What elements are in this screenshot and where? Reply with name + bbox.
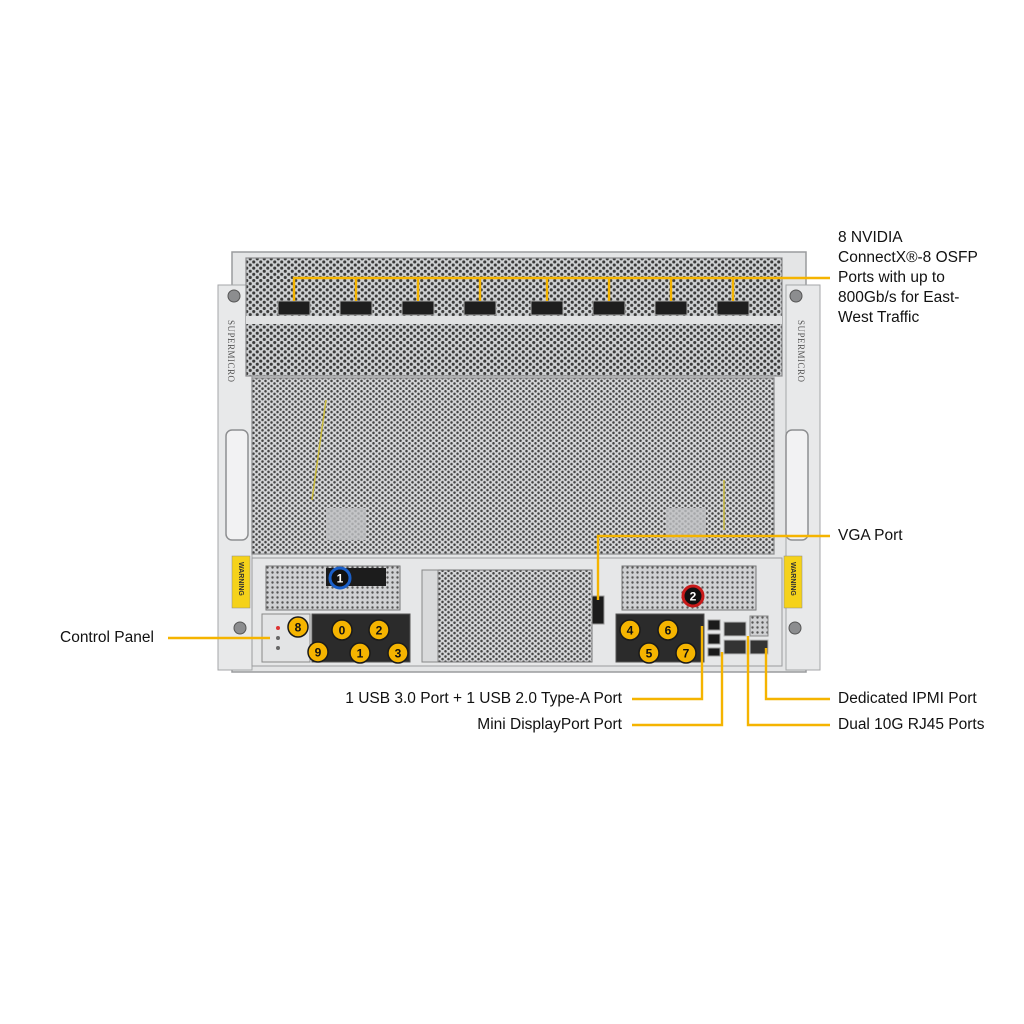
svg-text:6: 6 <box>665 624 672 638</box>
svg-text:2: 2 <box>376 624 383 638</box>
ipmi-port[interactable] <box>749 639 769 655</box>
ipmi-label: Dedicated IPMI Port <box>838 690 977 707</box>
svg-text:5: 5 <box>646 647 653 661</box>
vendor-logo-left: SUPERMICRO <box>226 320 236 383</box>
osfp-label-line4: 800Gb/s for East- <box>838 289 960 306</box>
center-vent <box>421 569 593 663</box>
osfp-port-3[interactable] <box>401 300 435 316</box>
usb-port-2[interactable] <box>707 633 721 645</box>
slot-badges: 1 2 <box>328 566 705 608</box>
drive-badge-5: 5 <box>638 642 660 664</box>
osfp-label-line1: 8 NVIDIA <box>838 229 903 246</box>
osfp-label: 8 NVIDIA ConnectX®-8 OSFP Ports with up … <box>838 228 978 328</box>
usb-callout <box>632 626 704 701</box>
drive-badge-6: 6 <box>657 619 679 641</box>
rj45-port-1[interactable] <box>723 621 747 637</box>
drive-badge-7: 7 <box>675 642 697 664</box>
usb-label: 1 USB 3.0 Port + 1 USB 2.0 Type-A Port <box>345 690 622 707</box>
osfp-module <box>245 257 783 377</box>
svg-text:7: 7 <box>683 647 690 661</box>
osfp-port-4[interactable] <box>463 300 497 316</box>
drive-badge-2: 2 <box>368 619 390 641</box>
usb-port[interactable] <box>707 619 721 631</box>
svg-text:9: 9 <box>315 646 322 660</box>
io-section <box>251 557 783 667</box>
slot-badge-2: 2 <box>681 584 705 608</box>
callout-lines <box>168 276 830 727</box>
svg-text:4: 4 <box>627 624 634 638</box>
svg-text:0: 0 <box>339 624 346 638</box>
rj45-port-2[interactable] <box>723 639 747 655</box>
svg-text:1: 1 <box>357 647 364 661</box>
slot-badge-1-label: 1 <box>337 572 344 586</box>
drive-badge-8: 8 <box>287 616 309 638</box>
drive-badge-1: 1 <box>349 642 371 664</box>
osfp-port-1[interactable] <box>277 300 311 316</box>
osfp-port-7[interactable] <box>654 300 688 316</box>
osfp-port-5[interactable] <box>530 300 564 316</box>
ipmi-callout <box>764 648 830 701</box>
rj45-callout <box>746 636 830 727</box>
drive-badge-9: 9 <box>307 641 329 663</box>
slot-badge-1: 1 <box>328 566 352 590</box>
vga-callout <box>596 534 830 600</box>
drive-badge-3: 3 <box>387 642 409 664</box>
warning-sticker-left: WARNING <box>237 562 244 596</box>
rj45-label: Dual 10G RJ45 Ports <box>838 716 985 733</box>
slot-badge-2-label: 2 <box>690 590 697 604</box>
drive-badge-0: 0 <box>331 619 353 641</box>
drive-badge-4: 4 <box>619 619 641 641</box>
mini-dp-label: Mini DisplayPort Port <box>477 716 622 733</box>
svg-text:8: 8 <box>295 621 302 635</box>
mini-displayport[interactable] <box>707 647 721 657</box>
osfp-label-line2: ConnectX®-8 OSFP <box>838 249 978 266</box>
osfp-label-line3: Ports with up to <box>838 269 945 286</box>
warning-sticker-right: WARNING <box>789 562 796 596</box>
control-panel-label: Control Panel <box>60 629 154 646</box>
vga-label: VGA Port <box>838 527 903 544</box>
mini-dp-callout <box>632 652 724 727</box>
drive-badges: 8 9 0 1 2 3 4 5 <box>287 616 697 664</box>
svg-text:3: 3 <box>395 647 402 661</box>
osfp-port-8[interactable] <box>716 300 750 316</box>
osfp-callout <box>292 276 830 301</box>
osfp-port-2[interactable] <box>339 300 373 316</box>
osfp-port-6[interactable] <box>592 300 626 316</box>
vga-port[interactable] <box>591 595 605 625</box>
osfp-label-line5: West Traffic <box>838 309 920 326</box>
gpu-tray-mesh <box>251 377 775 555</box>
vendor-logo-right: SUPERMICRO <box>796 320 806 383</box>
